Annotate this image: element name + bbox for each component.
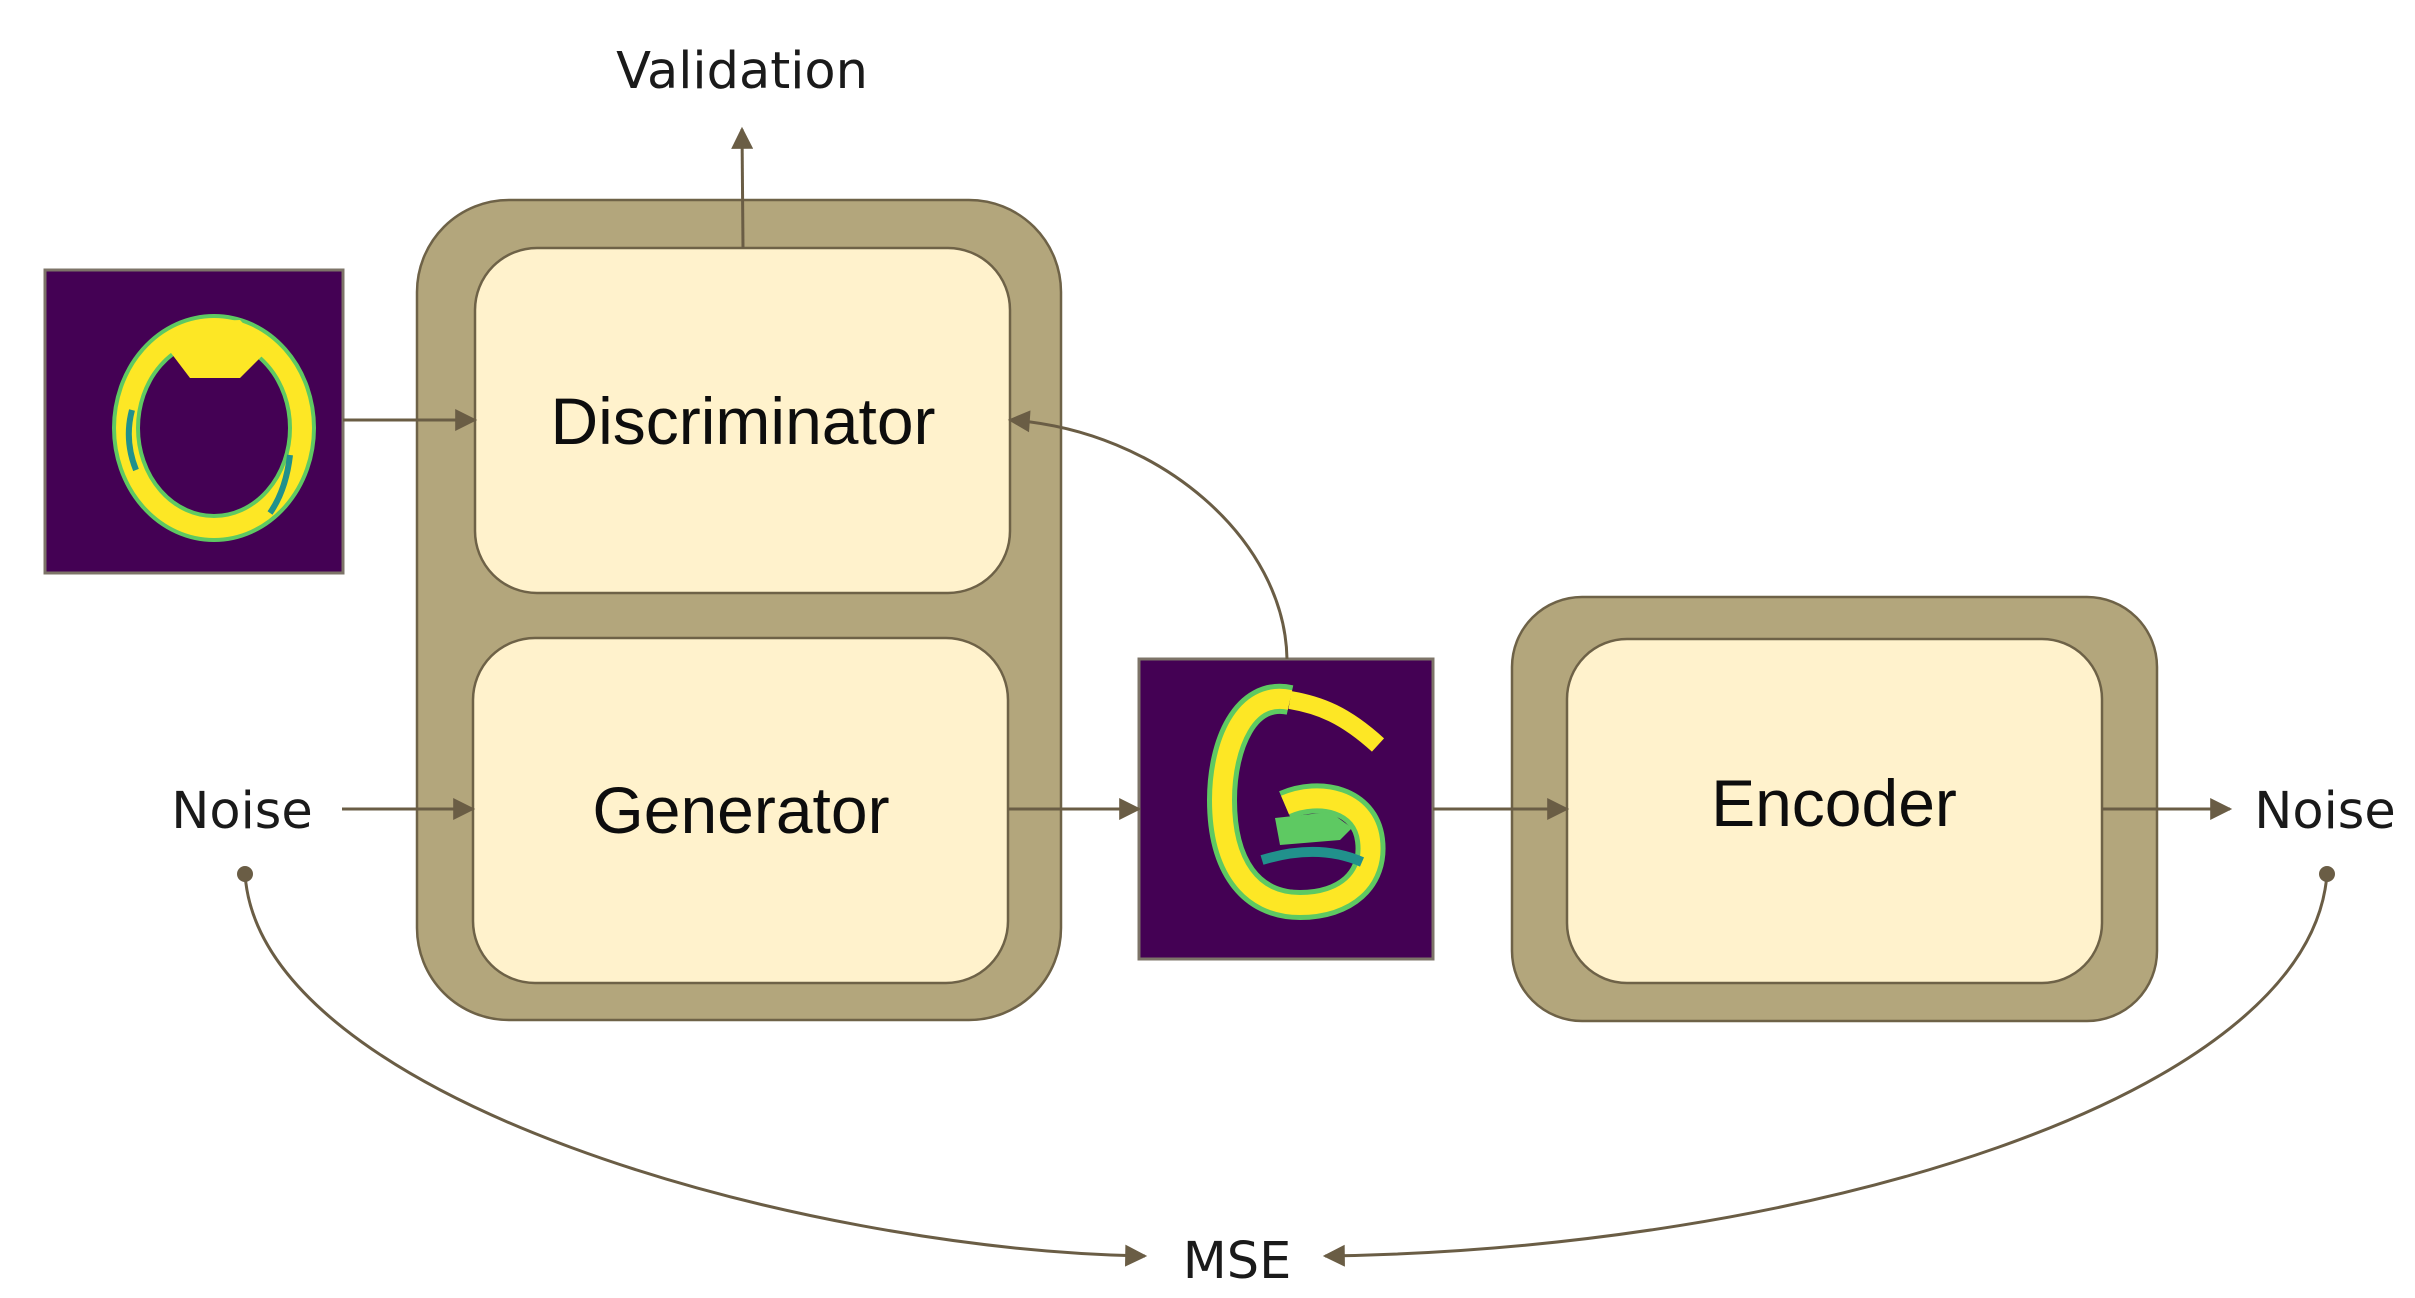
noise-input-label: Noise — [171, 782, 312, 841]
noise-out-to-mse-arrow — [1322, 866, 2335, 1267]
mse-label: MSE — [1183, 1232, 1292, 1291]
generator-label: Generator — [592, 773, 889, 847]
noise-output-label: Noise — [2254, 782, 2395, 841]
digit-zero-thumbnail — [43, 268, 345, 575]
generated-to-discriminator-arrow — [1007, 410, 1289, 660]
encoder-label: Encoder — [1711, 766, 1957, 840]
validation-arrow — [731, 126, 754, 249]
discriminator-label: Discriminator — [550, 384, 935, 458]
validation-label: Validation — [616, 42, 868, 101]
noise-in-to-mse-arrow — [237, 866, 1148, 1267]
generated-digit-thumbnail — [1137, 657, 1435, 961]
